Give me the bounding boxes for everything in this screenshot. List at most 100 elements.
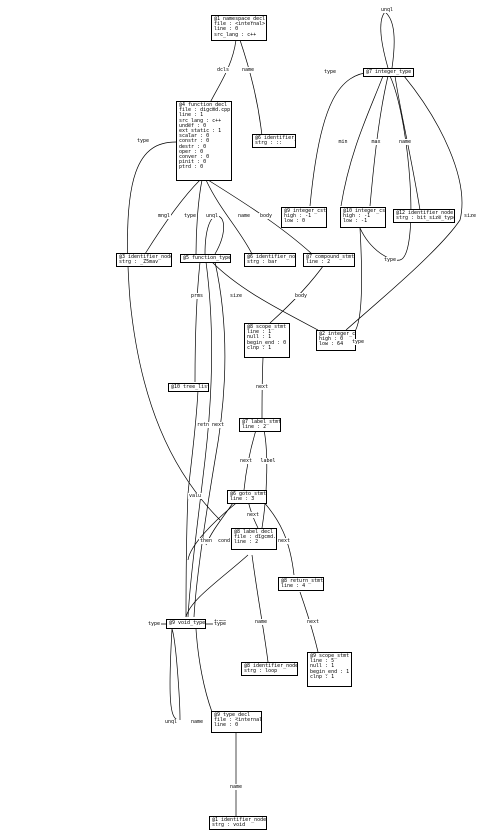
edge-label: label: [259, 458, 277, 464]
edge-label: next: [254, 384, 270, 390]
node-attribute: line : 4: [281, 583, 306, 590]
edge-label: unql: [379, 7, 395, 13]
node-title: @6 identifier_node: [255, 135, 296, 141]
edge-label: size: [228, 293, 244, 299]
node-attribute: oper : 0: [179, 148, 204, 155]
node-attribute: strg : bit_size_type: [396, 215, 455, 222]
edge-name-void: [195, 628, 213, 713]
edge-label: type: [382, 257, 398, 263]
edge-size-int: [345, 75, 463, 331]
edge-label: type: [212, 621, 228, 627]
edge-name-ns: [239, 39, 263, 137]
node-title: @1 identifier_node: [212, 817, 267, 823]
node-title: @9 scope_stmt: [310, 653, 350, 659]
edge-type-fn: [195, 179, 203, 255]
node-tree-list[interactable]: @10 tree_list: [168, 383, 209, 392]
edge-retn: [187, 261, 212, 618]
edge-cond: [187, 499, 241, 561]
node-attribute: high : 0: [319, 336, 344, 343]
edge-label: unql: [163, 719, 179, 725]
edge-label: size: [462, 213, 478, 219]
node-attribute: null : 1: [247, 334, 272, 341]
node-function-type[interactable]: @5 function_type: [180, 254, 231, 263]
edge-label: name: [397, 139, 413, 145]
edge-name-int: [394, 75, 421, 211]
node-title: @4 function_decl: [179, 102, 228, 108]
node-attribute: line : 1: [247, 329, 272, 336]
node-attribute: file : digcmd.cpp: [234, 534, 277, 541]
edge-label: body: [258, 213, 274, 219]
node-attribute: strg : bar: [247, 259, 278, 266]
edge-label: next: [238, 458, 254, 464]
node-attribute: scalar : 0: [179, 133, 210, 140]
node-attribute: high : -1: [343, 213, 371, 220]
node-attribute: strg : _Z5mav: [119, 259, 159, 266]
edge-name-fn: [205, 179, 253, 255]
edge-label: name: [236, 213, 252, 219]
node-attribute: clnp : 1: [247, 344, 272, 351]
node-attribute: file : <internal>: [214, 717, 262, 724]
edge-unql-fn: [204, 215, 224, 255]
node-attribute: file : <internal>: [214, 21, 266, 28]
node-attribute: undef : 0: [179, 122, 207, 129]
edge-label: type: [135, 138, 151, 144]
node-title: @7 label_stmt: [242, 419, 281, 425]
node-title: @6 identifier_node: [247, 254, 296, 260]
edge-label: cond: [216, 538, 232, 544]
node-attribute: strg : loop: [244, 668, 278, 675]
edge-label: name: [253, 619, 269, 625]
edge-label: unql: [204, 213, 220, 219]
node-attribute: ext_static : 1: [179, 128, 222, 135]
node-attribute: constr : 0: [179, 138, 210, 145]
node-title: @5 function_type: [183, 255, 231, 261]
edge-label: next: [305, 619, 321, 625]
edge-label: next: [210, 422, 226, 428]
node-attribute: line : 3: [230, 496, 255, 503]
node-title: @12 identifier_node: [396, 210, 454, 216]
node-title: @1 namespace_decl: [214, 16, 266, 22]
edge-label: body: [293, 293, 309, 299]
node-title: @3 identifier_node: [119, 254, 172, 260]
edge-max: [369, 75, 389, 207]
edge-type-int: [309, 71, 373, 207]
node-void-type[interactable]: @9 void_type: [166, 619, 206, 629]
edge-prms: [194, 261, 201, 383]
node-title: @8 identifier_node: [244, 663, 298, 669]
node-title: @6 goto_stmt: [230, 491, 267, 497]
edge-label: type: [350, 339, 366, 345]
node-attribute: line : 2: [242, 424, 267, 431]
edge-label: retn: [195, 422, 211, 428]
node-integer-type[interactable]: @7 integer_type: [363, 68, 414, 77]
node-attribute: line : 0: [214, 722, 239, 729]
node-attribute: clnp : 1: [310, 673, 335, 680]
node-attribute: begin_end : 0: [247, 339, 287, 346]
edge-next-ret: [261, 499, 295, 576]
edge-label: type: [146, 621, 162, 627]
node-attribute: ptrd : 0: [179, 164, 204, 171]
edge-type-cst2: [344, 227, 362, 339]
edge-label: next: [245, 512, 261, 518]
node-title: @9 void_type: [169, 620, 206, 626]
node-attribute: low : 64: [319, 341, 344, 348]
edge-label: then: [198, 538, 214, 544]
node-title: @8 label_decl: [234, 529, 274, 535]
edge-unql-int: [380, 11, 395, 69]
